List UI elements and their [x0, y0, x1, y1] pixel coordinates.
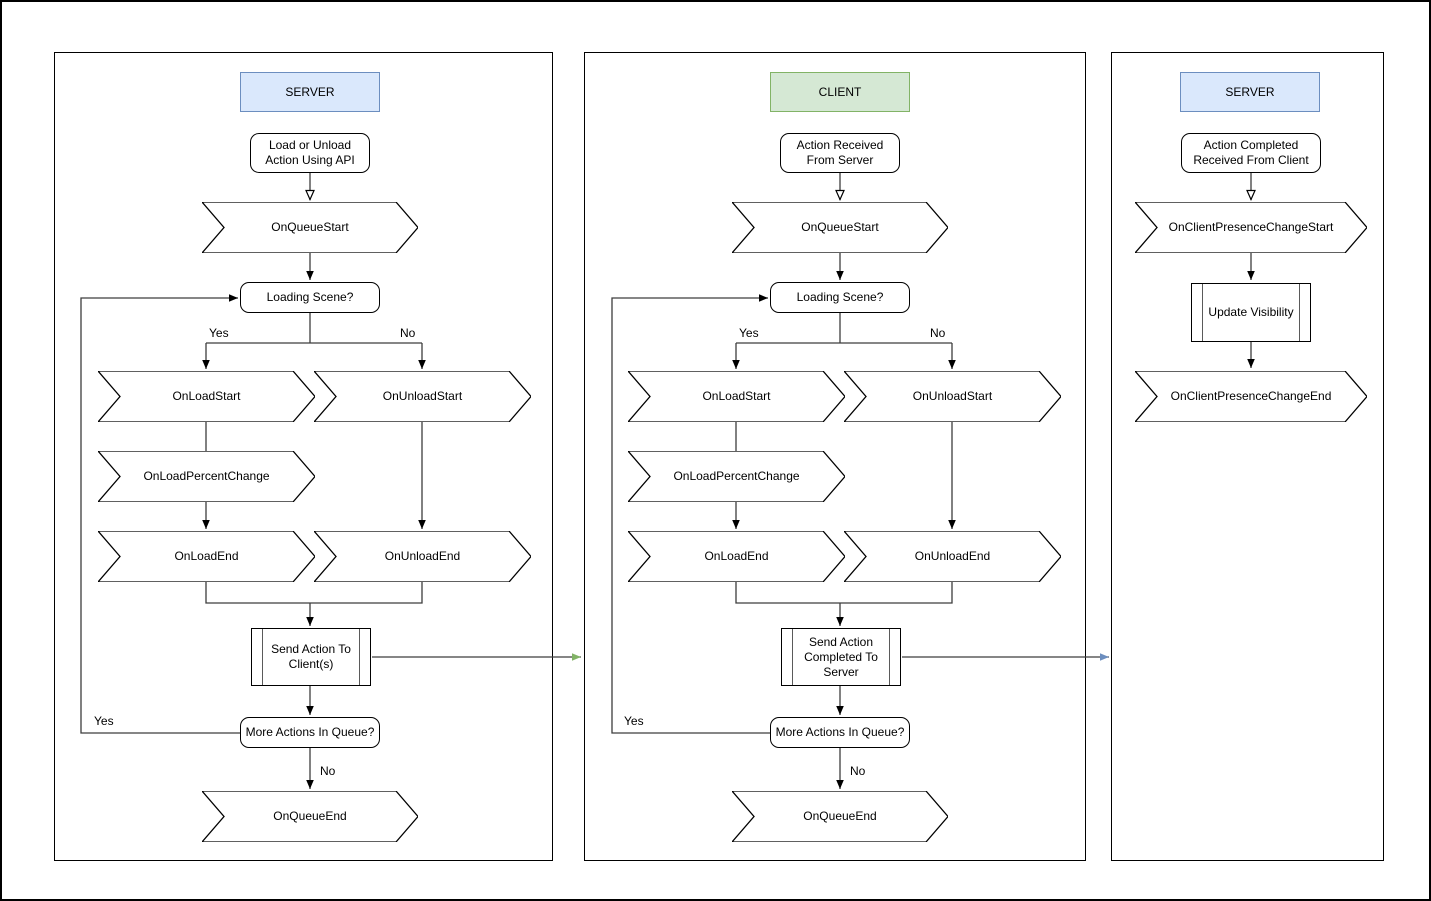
- panel-server-return: [1111, 52, 1384, 861]
- event-onloadpercentchange-server: OnLoadPercentChange: [98, 451, 315, 502]
- decision-loading-scene-server: Loading Scene?: [240, 282, 380, 313]
- header-client: CLIENT: [770, 72, 910, 112]
- header-server-return-label: SERVER: [1225, 84, 1275, 99]
- node-action-received-from-server-label: Action Received From Server: [796, 138, 884, 167]
- header-server-return: SERVER: [1180, 72, 1320, 112]
- event-onunloadstart-server: OnUnloadStart: [314, 371, 531, 422]
- subroutine-bar: [359, 629, 360, 685]
- event-onunloadstart-client-label: OnUnloadStart: [912, 389, 993, 403]
- subroutine-bar: [262, 629, 263, 685]
- event-onqueueend-server-label: OnQueueEnd: [273, 809, 347, 823]
- node-load-or-unload-action-label: Load or Unload Action Using API: [265, 138, 355, 167]
- event-onloadend-client: OnLoadEnd: [628, 531, 845, 582]
- event-onloadstart-server-label: OnLoadStart: [172, 389, 241, 403]
- node-load-or-unload-action: Load or Unload Action Using API: [250, 133, 370, 173]
- event-onunloadstart-client: OnUnloadStart: [844, 371, 1061, 422]
- event-onunloadend-server-label: OnUnloadEnd: [384, 549, 461, 563]
- event-onqueuestart-server-label: OnQueueStart: [271, 220, 349, 234]
- event-onclientpresencechangestart-label: OnClientPresenceChangeStart: [1168, 220, 1334, 234]
- event-onqueueend-client-label: OnQueueEnd: [803, 809, 877, 823]
- header-client-label: CLIENT: [818, 84, 862, 99]
- event-onqueuestart-client: OnQueueStart: [732, 202, 948, 253]
- decision-more-actions-server: More Actions In Queue?: [240, 717, 380, 748]
- branch-label-yes-server: Yes: [209, 326, 229, 340]
- loop-label-yes-client: Yes: [624, 714, 644, 728]
- branch-label-no-server: No: [400, 326, 416, 340]
- event-onloadpercentchange-server-label: OnLoadPercentChange: [143, 469, 270, 483]
- subroutine-bar: [792, 629, 793, 685]
- branch-label-no-client: No: [930, 326, 946, 340]
- event-onqueuestart-client-label: OnQueueStart: [801, 220, 879, 234]
- decision-more-actions-client: More Actions In Queue?: [770, 717, 910, 748]
- edges-client: [611, 173, 956, 789]
- decision-more-actions-server-label: More Actions In Queue?: [245, 725, 375, 739]
- header-server-label: SERVER: [285, 84, 335, 99]
- subroutine-update-visibility-label: Update Visibility: [1208, 305, 1294, 319]
- branch-label-no-queue-server: No: [320, 764, 336, 778]
- event-onunloadstart-server-label: OnUnloadStart: [382, 389, 463, 403]
- subroutine-update-visibility: Update Visibility: [1191, 283, 1311, 342]
- event-onloadstart-client-label: OnLoadStart: [702, 389, 771, 403]
- event-onunloadend-server: OnUnloadEnd: [314, 531, 531, 582]
- event-onqueueend-client: OnQueueEnd: [732, 791, 948, 842]
- subroutine-send-action-to-clients-label: Send Action To Client(s): [271, 642, 351, 671]
- node-action-received-from-server: Action Received From Server: [780, 133, 900, 173]
- panel-server: [54, 52, 553, 861]
- edges-server: [80, 173, 426, 789]
- decision-loading-scene-client-label: Loading Scene?: [796, 290, 884, 304]
- event-onclientpresencechangestart: OnClientPresenceChangeStart: [1135, 202, 1367, 253]
- event-onclientpresencechangeend-label: OnClientPresenceChangeEnd: [1170, 389, 1332, 403]
- event-onqueueend-server: OnQueueEnd: [202, 791, 418, 842]
- event-onloadend-server: OnLoadEnd: [98, 531, 315, 582]
- event-onclientpresencechangeend: OnClientPresenceChangeEnd: [1135, 371, 1367, 422]
- loop-label-yes-server: Yes: [94, 714, 114, 728]
- node-action-completed-received: Action Completed Received From Client: [1181, 133, 1321, 173]
- event-onunloadend-client: OnUnloadEnd: [844, 531, 1061, 582]
- header-server: SERVER: [240, 72, 380, 112]
- subroutine-bar: [1202, 284, 1203, 341]
- decision-loading-scene-client: Loading Scene?: [770, 282, 910, 313]
- event-onloadstart-client: OnLoadStart: [628, 371, 845, 422]
- node-action-completed-received-label: Action Completed Received From Client: [1193, 138, 1309, 167]
- subroutine-send-action-completed: Send Action Completed To Server: [781, 628, 901, 686]
- decision-loading-scene-server-label: Loading Scene?: [266, 290, 354, 304]
- event-onloadstart-server: OnLoadStart: [98, 371, 315, 422]
- event-onunloadend-client-label: OnUnloadEnd: [914, 549, 991, 563]
- branch-label-yes-client: Yes: [739, 326, 759, 340]
- event-onloadend-client-label: OnLoadEnd: [704, 549, 769, 563]
- event-onloadpercentchange-client-label: OnLoadPercentChange: [673, 469, 800, 483]
- subroutine-send-action-to-clients: Send Action To Client(s): [251, 628, 371, 686]
- panel-client: [584, 52, 1086, 861]
- branch-label-no-queue-client: No: [850, 764, 866, 778]
- event-onloadend-server-label: OnLoadEnd: [174, 549, 239, 563]
- event-onloadpercentchange-client: OnLoadPercentChange: [628, 451, 845, 502]
- subroutine-bar: [1299, 284, 1300, 341]
- decision-more-actions-client-label: More Actions In Queue?: [775, 725, 905, 739]
- event-onqueuestart-server: OnQueueStart: [202, 202, 418, 253]
- subroutine-send-action-completed-label: Send Action Completed To Server: [804, 634, 878, 679]
- subroutine-bar: [889, 629, 890, 685]
